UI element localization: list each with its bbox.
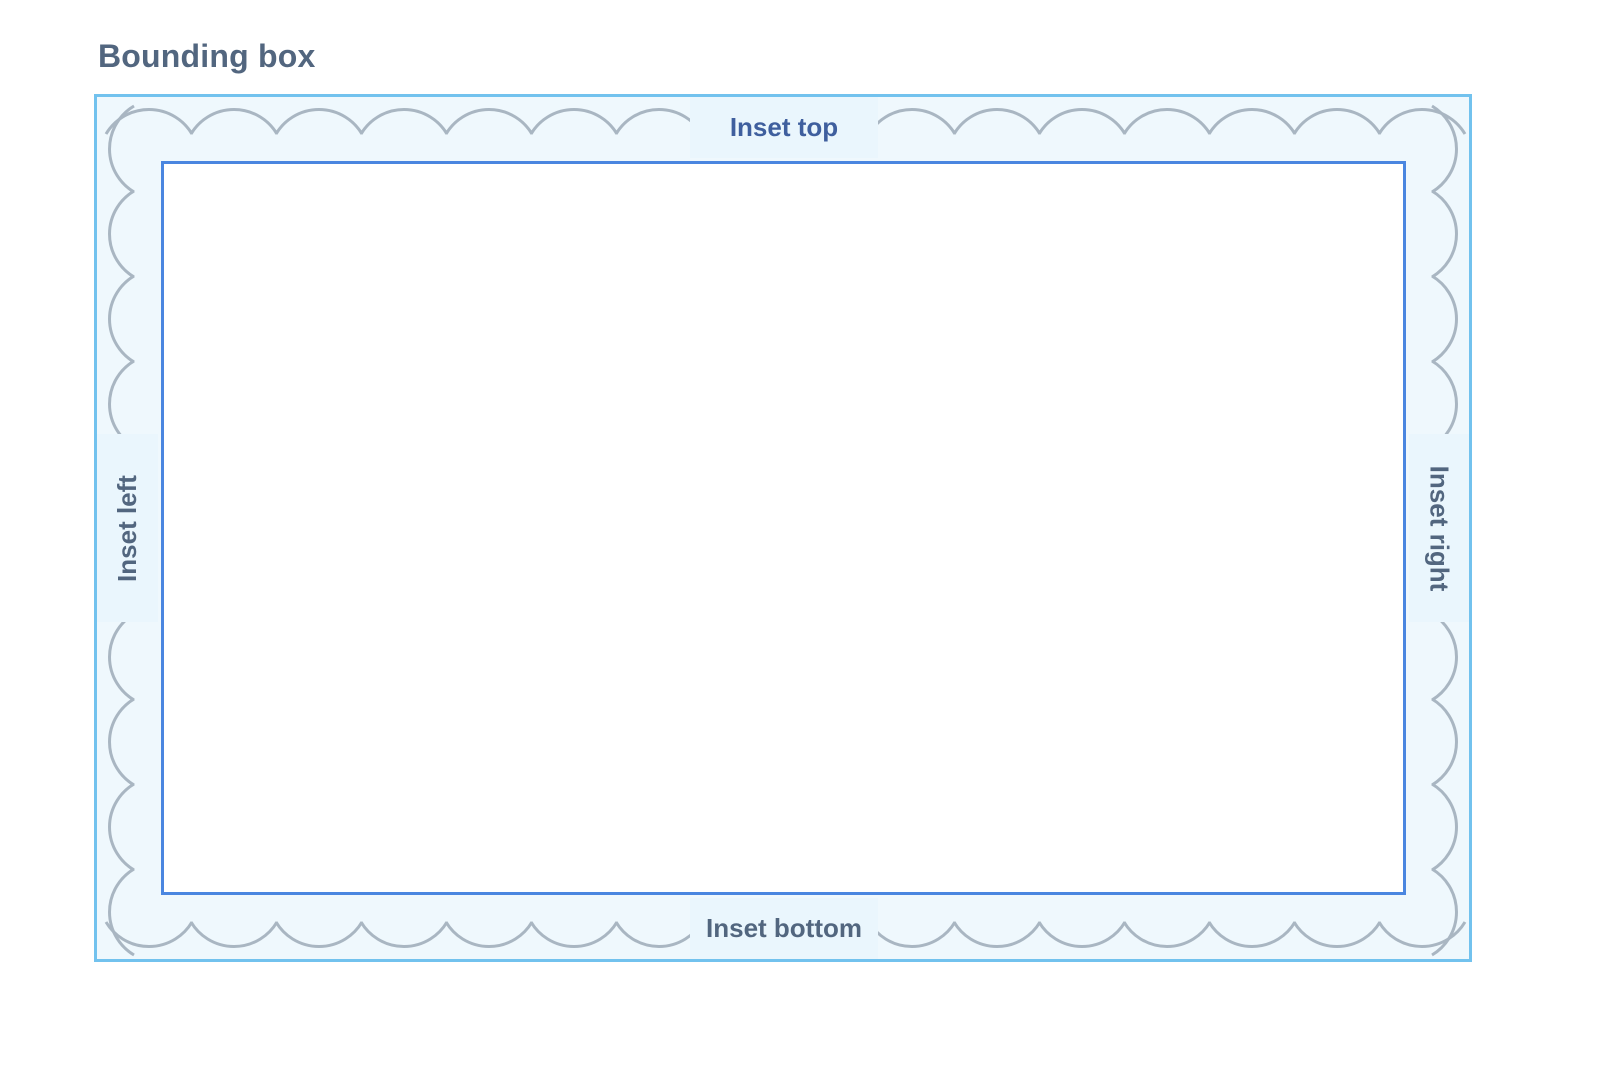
scallop-arc — [1292, 921, 1382, 948]
scallop-arc — [1207, 921, 1297, 948]
inset-right-text: Inset right — [1424, 465, 1455, 591]
scallop-arc — [1431, 782, 1458, 872]
scallop-arc — [1122, 108, 1212, 135]
scallop-arc — [444, 108, 534, 135]
scallop-arc — [108, 189, 135, 279]
scallop-arc — [274, 921, 364, 948]
inner-content-box — [161, 161, 1406, 895]
scallop-arc — [1431, 274, 1458, 364]
scallop-arc — [1037, 108, 1127, 135]
inset-bottom-text: Inset bottom — [706, 913, 862, 943]
inset-left-label: Inset left — [97, 434, 158, 622]
scallop-arc — [952, 921, 1042, 948]
scallop-arc — [104, 108, 194, 135]
scallop-arc — [189, 921, 279, 948]
inset-top-label: Inset top — [690, 97, 878, 158]
scallop-arc — [1292, 108, 1382, 135]
scallop-arc — [108, 697, 135, 787]
scallop-arc — [1431, 104, 1458, 194]
bounding-box-title: Bounding box — [98, 38, 316, 74]
scallop-arc — [867, 108, 957, 135]
scallop-arc — [108, 274, 135, 364]
scallop-arc — [274, 108, 364, 135]
scallop-arc — [1122, 921, 1212, 948]
scallop-arc — [529, 108, 619, 135]
inset-bottom-label: Inset bottom — [690, 898, 878, 959]
scallop-arc — [1431, 189, 1458, 279]
scallop-arc — [867, 921, 957, 948]
inset-top-text: Inset top — [729, 112, 839, 142]
scallop-arc — [108, 782, 135, 872]
scallop-arc — [1037, 921, 1127, 948]
scallop-arc — [1431, 697, 1458, 787]
scallop-arc — [359, 921, 449, 948]
scallop-arc — [1431, 612, 1458, 702]
scallop-arc — [108, 867, 135, 957]
scallop-arc — [1377, 108, 1467, 135]
scallop-arc — [444, 921, 534, 948]
scallop-arc — [529, 921, 619, 948]
scallop-arc — [952, 108, 1042, 135]
inset-left-text: Inset left — [112, 474, 143, 582]
scallop-arc — [1431, 867, 1458, 957]
scallop-arc — [189, 108, 279, 135]
scallop-arc — [1377, 921, 1467, 948]
scallop-arc — [108, 612, 135, 702]
scallop-arc — [359, 108, 449, 135]
scallop-arc — [1207, 108, 1297, 135]
scallop-arc — [108, 104, 135, 194]
inset-right-label: Inset right — [1409, 434, 1469, 622]
